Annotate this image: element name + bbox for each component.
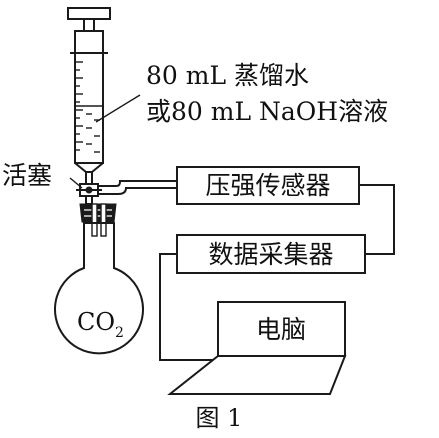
valve-knob [85, 186, 93, 194]
valve-icon [76, 183, 102, 205]
round-bottom-flask-icon [54, 222, 144, 355]
valve-label: 活塞 [2, 161, 52, 190]
plunger-handle [67, 7, 111, 20]
syringe-graduations [75, 61, 83, 151]
laptop-screen [217, 301, 346, 357]
flask-gas-subscript: 2 [115, 325, 124, 341]
rubber-stopper [79, 203, 117, 237]
computer-label: 电脑 [256, 315, 306, 344]
laptop-icon [167, 301, 347, 395]
syringe-label-line1: 80 mL 蒸馏水 [146, 61, 309, 90]
stopper-body [79, 203, 117, 223]
syringe-icon [67, 7, 111, 187]
flask-gas-formula: CO [77, 308, 115, 336]
laptop-keyboard [167, 355, 347, 395]
pressure-sensor-label: 压强传感器 [205, 171, 330, 200]
flask-outline [54, 222, 144, 355]
stopper-tube-left [91, 203, 98, 237]
data-collector-label: 数据采集器 [208, 240, 333, 269]
stopper-tube-right [100, 203, 107, 237]
flask-gas-label: CO2 [77, 308, 124, 341]
plunger-rod [83, 18, 95, 32]
gas-tube-top [98, 180, 176, 187]
sensor-to-collector-wire [359, 184, 395, 255]
syringe-label-line2: 或80 mL NaOH溶液 [146, 97, 388, 126]
gas-tube-bottom [98, 187, 176, 195]
plunger-head [74, 30, 104, 54]
valve-stem [85, 195, 93, 205]
data-collector-box [176, 234, 366, 274]
syringe-label-pointer [95, 94, 141, 123]
collector-to-computer-wire [159, 253, 218, 361]
syringe-tip [74, 162, 104, 173]
valve-label-pointer [69, 177, 83, 189]
figure-caption: 图 1 [196, 404, 243, 432]
